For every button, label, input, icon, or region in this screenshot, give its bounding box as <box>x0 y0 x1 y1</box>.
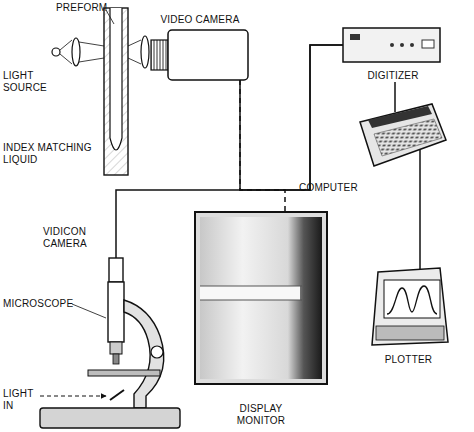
plotter-drawing <box>387 286 437 314</box>
video-camera-drawing <box>151 40 168 70</box>
digitizer-drawing <box>400 43 404 47</box>
dashed-video-line <box>240 80 285 211</box>
light-source <box>60 54 72 64</box>
digitizer-drawing <box>350 34 360 40</box>
microscope-drawing <box>108 282 124 342</box>
microscope-drawing <box>110 390 124 400</box>
light-source <box>79 42 104 46</box>
signal-cable <box>240 45 343 190</box>
plotter-drawing <box>384 280 440 318</box>
computer-drawing <box>374 119 442 156</box>
computer-unit: COMPUTER <box>298 100 448 194</box>
part-label: PREFORM <box>56 2 107 14</box>
display-monitor-drawing <box>200 217 322 379</box>
plotter-drawing <box>372 262 448 345</box>
video-camera-drawing <box>141 36 149 68</box>
light-source <box>72 38 80 66</box>
camera-unit: VIDICON CAMERA <box>42 226 128 283</box>
microscope-drawing <box>110 342 122 354</box>
digitizer-drawing <box>422 40 434 48</box>
digitizer-drawing <box>410 43 414 47</box>
device-label: PLOTTER <box>384 354 434 366</box>
signal-cable <box>394 82 396 100</box>
light-source <box>52 38 104 66</box>
video-camera-drawing <box>128 30 248 80</box>
device-label: VIDEO CAMERA <box>159 14 240 26</box>
video-camera-drawing <box>128 40 141 46</box>
plotter-drawing <box>372 268 448 345</box>
device-label: DIGITIZER <box>366 70 419 82</box>
display-monitor-drawing <box>200 286 300 300</box>
microscope-drawing <box>88 370 160 376</box>
microscope-drawing <box>124 300 164 408</box>
light-source <box>52 48 60 56</box>
display-monitor-drawing <box>195 212 327 384</box>
light-source <box>60 40 72 50</box>
device-label: DISPLAY MONITOR <box>223 403 299 427</box>
computer-drawing <box>394 100 396 112</box>
microscope-drawing <box>40 408 180 428</box>
part-label: INDEX MATCHING LIQUID <box>3 142 102 166</box>
microscope-drawing <box>40 396 106 397</box>
digitizer-unit: DIGITIZER <box>343 24 443 82</box>
vidicon-camera-drawing <box>109 258 123 282</box>
vidicon-camera-drawing <box>115 226 117 258</box>
computer-drawing <box>419 150 421 194</box>
device-label: COMPUTER <box>298 182 359 194</box>
video-camera-drawing <box>168 30 248 80</box>
microscope-drawing <box>151 346 163 358</box>
display-monitor-drawing <box>195 212 327 384</box>
light-source <box>79 58 104 62</box>
plotter-drawing <box>376 326 444 340</box>
signal-cable <box>419 194 421 262</box>
video-camera-drawing <box>128 58 141 64</box>
microscope-drawing <box>72 304 106 318</box>
digitizer-drawing <box>343 28 440 62</box>
computer-drawing <box>360 104 446 166</box>
display-monitor-drawing <box>200 285 302 286</box>
display-monitor-drawing <box>200 299 302 300</box>
vidicon-camera-drawing <box>109 226 123 282</box>
digitizer-drawing <box>390 43 394 47</box>
digitizer-drawing <box>343 28 440 62</box>
preform-tube <box>110 8 122 150</box>
device-label: VIDICON CAMERA <box>42 226 104 250</box>
signal-cable <box>116 45 343 226</box>
part-label: LIGHT IN <box>3 388 39 412</box>
preform-tube <box>104 8 128 175</box>
part-label: MICROSCOPE <box>3 298 73 310</box>
part-label: LIGHT SOURCE <box>3 70 51 94</box>
plotter-unit: PLOTTER <box>365 262 452 366</box>
monitor-unit: DISPLAY MONITOR <box>195 211 327 427</box>
camera-unit: VIDEO CAMERA <box>150 14 250 80</box>
computer-drawing <box>360 100 446 194</box>
microscope-drawing <box>113 354 119 364</box>
preform-tube <box>104 8 128 175</box>
